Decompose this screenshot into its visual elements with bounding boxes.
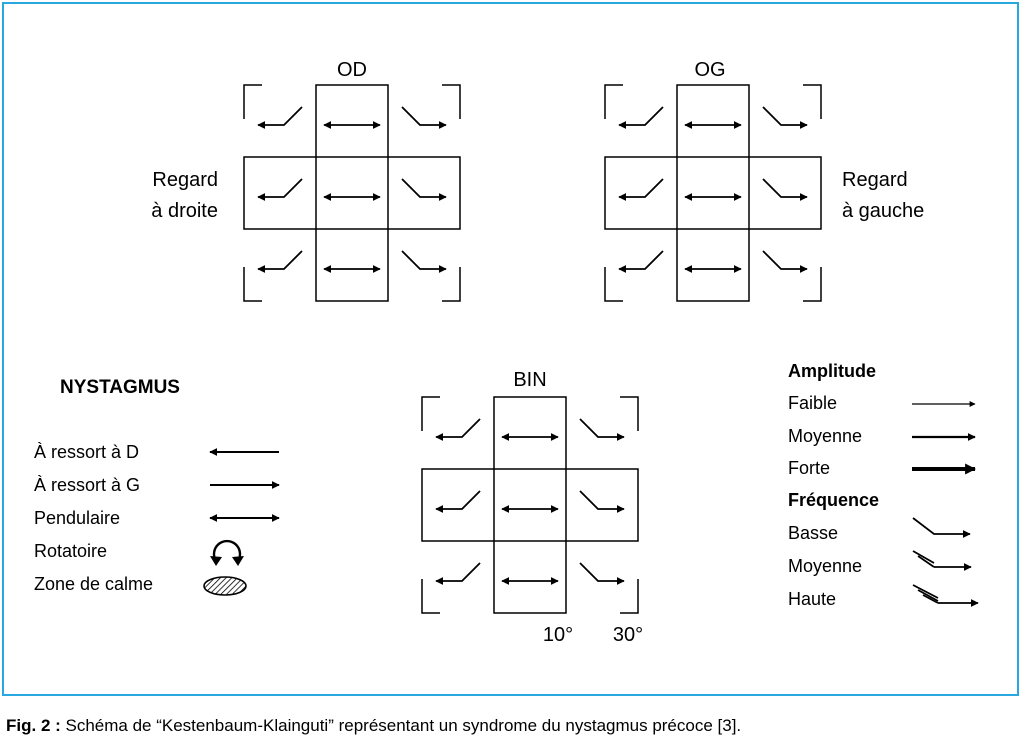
corner-bracket	[620, 396, 639, 431]
amplitude-item-forte: Forte	[788, 458, 830, 478]
frequency-legend-title: Fréquence	[788, 490, 879, 510]
jerk-right-symbol	[762, 178, 808, 201]
frequency-item-moyenne: Moyenne	[788, 556, 862, 576]
jerk-left-symbol	[618, 106, 664, 129]
grid-middle-row	[604, 156, 822, 230]
corner-bracket	[243, 84, 262, 119]
single-beat-icon	[912, 517, 971, 538]
triple-beat-icon	[912, 584, 979, 607]
jerk-right-symbol	[579, 490, 625, 513]
corner-bracket	[604, 84, 623, 119]
angle-30-label: 30°	[613, 624, 643, 646]
legend-item-zone-calme: Zone de calme	[34, 574, 153, 594]
grid-center-column	[493, 396, 567, 614]
bin-title: BIN	[513, 369, 546, 391]
amplitude-legend-title: Amplitude	[788, 361, 876, 381]
corner-bracket	[421, 396, 440, 431]
jerk-left-symbol	[257, 250, 303, 273]
amplitude-item-faible: Faible	[788, 393, 837, 413]
legend-item-rotatoire: Rotatoire	[34, 541, 107, 561]
corner-bracket	[803, 267, 822, 302]
grid-middle-row	[421, 468, 639, 542]
left-gaze-label-line1: Regard	[842, 169, 908, 191]
legend-item-ressort-d: À ressort à D	[34, 442, 139, 462]
caption-text: Schéma de “Kestenbaum-Klainguti” représe…	[60, 716, 742, 735]
frequency-item-haute: Haute	[788, 589, 836, 609]
grid-center-column	[315, 84, 389, 302]
corner-bracket	[620, 579, 639, 614]
corner-bracket	[442, 84, 461, 119]
corner-bracket	[421, 579, 440, 614]
jerk-right-symbol	[401, 250, 447, 273]
od-title: OD	[337, 59, 367, 81]
corner-bracket	[442, 267, 461, 302]
od-grid	[243, 84, 461, 302]
jerk-right-symbol	[579, 418, 625, 441]
jerk-right-symbol	[401, 106, 447, 129]
jerk-left-symbol	[257, 106, 303, 129]
legend-item-pendulaire: Pendulaire	[34, 508, 120, 528]
caption-prefix: Fig. 2 :	[6, 716, 61, 735]
corner-bracket	[803, 84, 822, 119]
left-gaze-label-line2: à gauche	[842, 200, 924, 222]
og-title: OG	[694, 59, 725, 81]
jerk-left-symbol	[435, 562, 481, 585]
jerk-right-symbol	[762, 106, 808, 129]
figure-caption: Fig. 2 : Schéma de “Kestenbaum-Klainguti…	[6, 716, 1016, 736]
jerk-left-symbol	[257, 178, 303, 201]
corner-bracket	[243, 267, 262, 302]
amplitude-item-moyenne: Moyenne	[788, 426, 862, 446]
nystagmus-diagram: OD OG BIN 10° 30° Regard à droite Regard…	[34, 59, 979, 646]
jerk-left-symbol	[435, 418, 481, 441]
jerk-right-symbol	[401, 178, 447, 201]
grid-middle-row	[243, 156, 461, 230]
rotation-icon	[210, 539, 244, 566]
right-gaze-label-line2: à droite	[151, 200, 218, 222]
nystagmus-legend-title: NYSTAGMUS	[60, 377, 180, 398]
corner-bracket	[604, 267, 623, 302]
jerk-right-symbol	[579, 562, 625, 585]
jerk-left-symbol	[618, 250, 664, 273]
jerk-left-symbol	[435, 490, 481, 513]
jerk-left-symbol	[618, 178, 664, 201]
frequency-item-basse: Basse	[788, 523, 838, 543]
grid-center-column	[676, 84, 750, 302]
angle-10-label: 10°	[543, 624, 573, 646]
double-beat-icon	[912, 550, 972, 571]
jerk-right-symbol	[762, 250, 808, 273]
og-grid	[604, 84, 822, 302]
legend-item-ressort-g: À ressort à G	[34, 475, 140, 495]
right-gaze-label-line1: Regard	[152, 169, 218, 191]
hatched-ellipse-icon	[203, 576, 247, 596]
bin-grid	[421, 396, 639, 614]
